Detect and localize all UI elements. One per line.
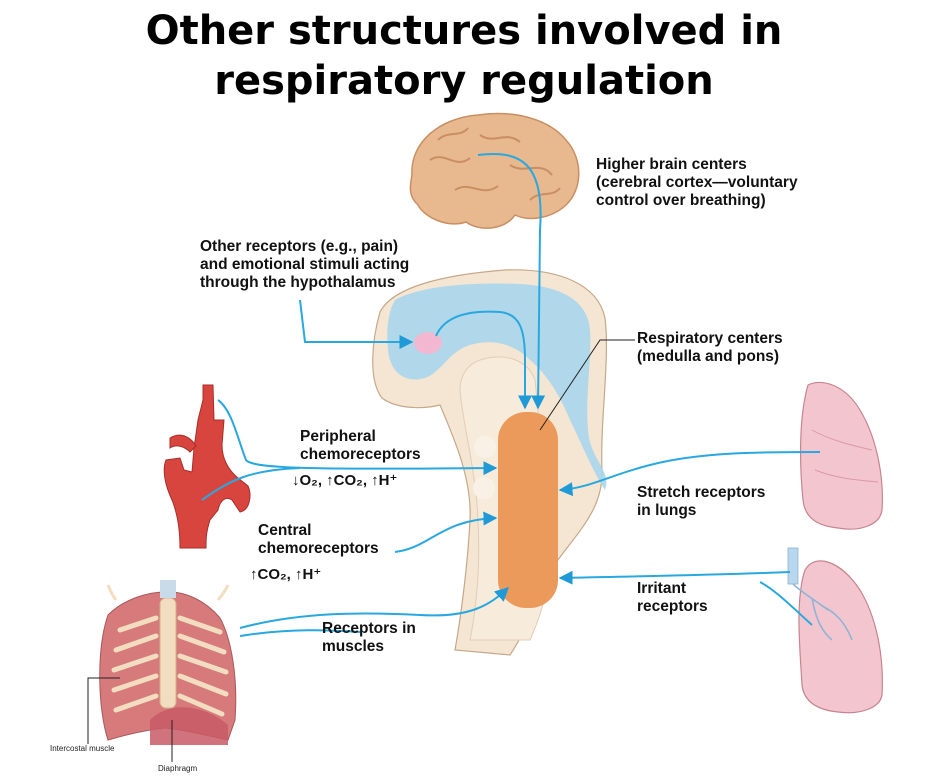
label-diaphragm: Diaphragm	[158, 764, 198, 773]
label-line: chemoreceptors	[300, 446, 421, 463]
peripheral-stimuli: ↓O₂, ↑CO₂, ↑H⁺	[292, 472, 398, 489]
label-intercostal-muscle: Intercostal muscle	[50, 744, 115, 753]
label-line: Receptors in	[322, 620, 416, 637]
title-line-1: Other structures involved in	[145, 8, 783, 54]
artery-illustration	[163, 384, 251, 549]
hypothalamus	[414, 332, 442, 354]
signal-arrows	[201, 153, 821, 637]
label-line: through the hypothalamus	[200, 274, 396, 291]
brain-illustration	[409, 112, 580, 229]
arrow-irritant	[558, 570, 791, 585]
central-stimuli: ↑CO₂, ↑H⁺	[250, 566, 322, 583]
label-line: muscles	[322, 638, 385, 655]
label-line: chemoreceptors	[258, 540, 379, 557]
label-other-receptors: Other receptors (e.g., pain) and emotion…	[200, 238, 409, 292]
label-line: and emotional stimuli acting	[200, 256, 410, 273]
label-line: (medulla and pons)	[637, 348, 780, 365]
label-line: (cerebral cortex—voluntary	[596, 174, 798, 191]
arrow-irritant-branch	[759, 581, 813, 626]
label-line: Irritant	[637, 580, 687, 597]
lung-upper-illustration	[799, 381, 883, 530]
label-line: control over breathing)	[596, 192, 766, 209]
lung-lower-illustration	[787, 547, 883, 714]
thorax-illustration	[99, 580, 237, 745]
label-irritant-receptors: Irritant receptors	[637, 580, 708, 616]
page-title: Other structures involved in respiratory…	[0, 6, 928, 106]
label-line: Respiratory centers	[637, 330, 783, 347]
arrow-central	[394, 511, 498, 553]
arrow-hypothalamus	[435, 310, 532, 410]
label-muscle-receptors: Receptors in muscles	[322, 620, 416, 656]
label-line: receptors	[637, 598, 708, 615]
label-peripheral-chemoreceptors: Peripheral chemoreceptors	[300, 428, 421, 464]
label-line: Higher brain centers	[596, 156, 747, 173]
respiratory-center	[498, 412, 558, 608]
arrow-peripheral-aortic	[201, 467, 301, 501]
label-line: in lungs	[637, 502, 697, 519]
label-higher-brain-centers: Higher brain centers (cerebral cortex—vo…	[596, 156, 798, 210]
arrow-peripheral-carotid	[217, 399, 498, 476]
label-respiratory-centers: Respiratory centers (medulla and pons)	[637, 330, 783, 366]
arrow-stretch	[558, 451, 821, 497]
arrow-other-receptors	[299, 299, 414, 349]
label-line: Peripheral	[300, 428, 376, 445]
title-line-2: respiratory regulation	[214, 58, 714, 104]
leader-lines	[87, 339, 635, 762]
arrow-muscles	[239, 587, 510, 629]
label-line: Stretch receptors	[637, 484, 766, 501]
label-central-chemoreceptors: Central chemoreceptors	[258, 522, 379, 558]
arrow-higher-brain	[477, 153, 546, 410]
label-line: Other receptors (e.g., pain)	[200, 238, 399, 255]
label-stretch-receptors: Stretch receptors in lungs	[637, 484, 765, 520]
arrow-muscles-2	[239, 629, 361, 637]
label-line: Central	[258, 522, 312, 539]
